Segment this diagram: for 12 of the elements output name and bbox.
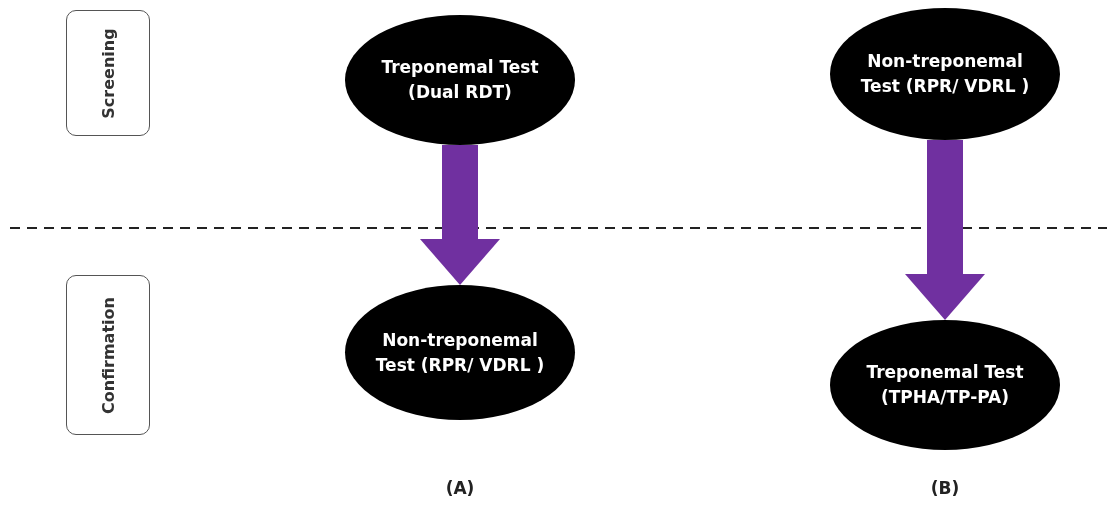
block-arrow [905,140,985,320]
panel-label: (A) [445,478,475,498]
test-label: Non-treponemal Test (RPR/ VDRL ) [374,328,546,377]
block-arrow [420,145,500,285]
stage-box [66,10,150,136]
test-label: Non-treponemal Test (RPR/ VDRL ) [859,50,1031,98]
test-label: Treponemal Test (Dual RDT) [380,56,540,104]
stage-box [66,275,150,435]
test-label: Treponemal Test (TPHA/TP-PA) [865,361,1025,409]
panel-label: (B) [930,478,960,498]
stage-label: Screening [98,27,118,119]
stage-label: Confirmation [98,296,118,414]
